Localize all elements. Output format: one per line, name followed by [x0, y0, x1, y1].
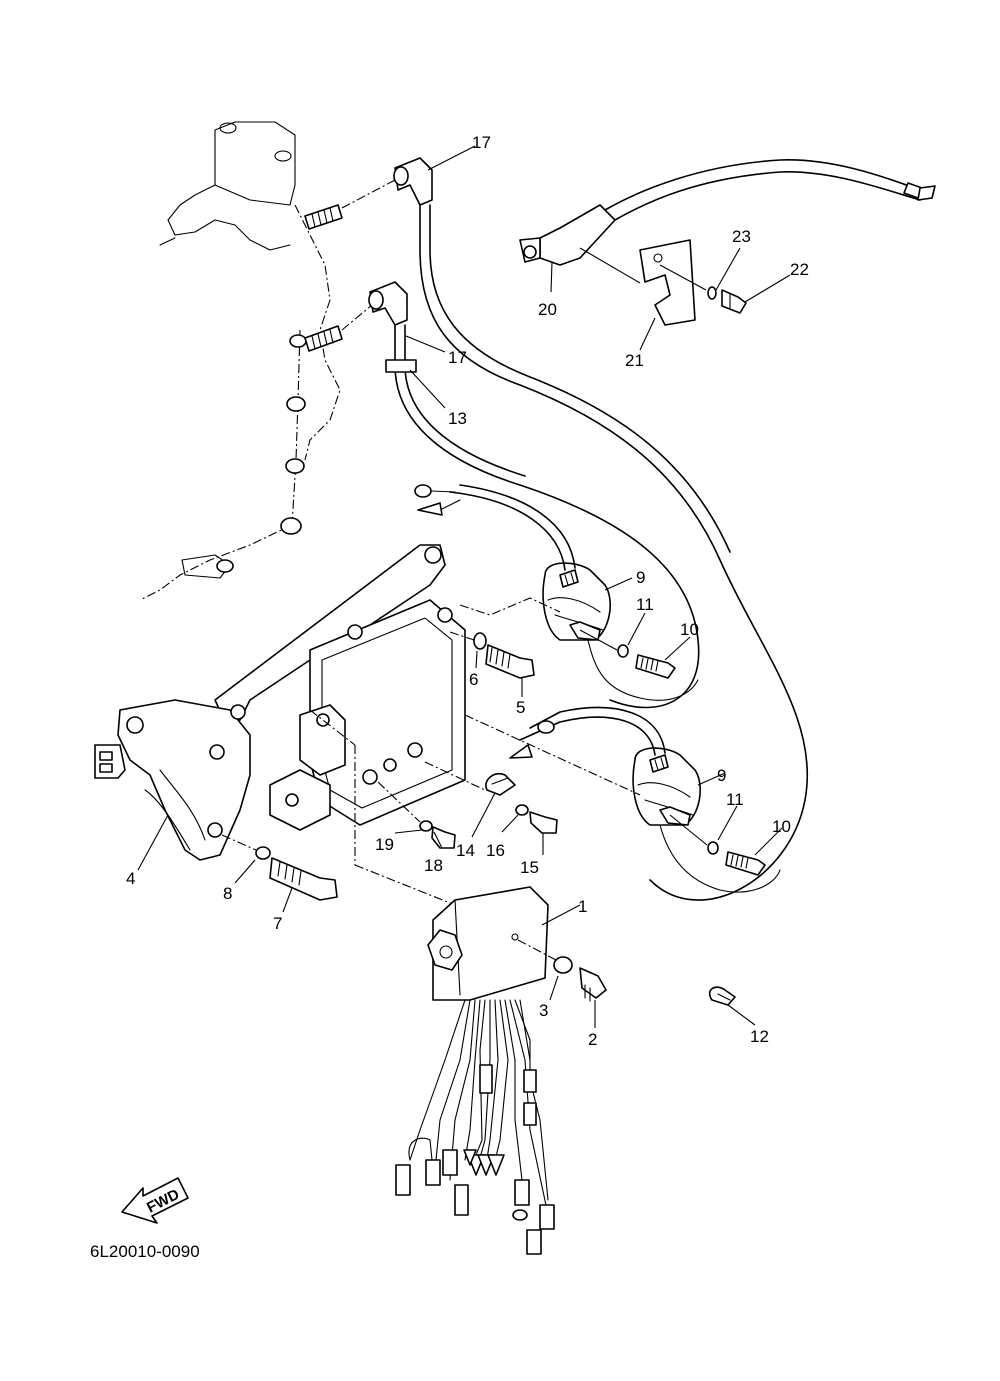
callout-12: 12: [750, 1027, 769, 1046]
callout-9-upper: 9: [636, 568, 645, 587]
callout-11-upper: 11: [636, 595, 654, 614]
ignition-coil-upper: [414, 484, 699, 701]
switch-assembly: [519, 159, 936, 326]
callout-21: 21: [625, 351, 644, 370]
callout-20: 20: [538, 300, 557, 319]
cdi-housing: [269, 599, 466, 906]
callout-labels: 1 2 3 4 5 6 7 8 9 9 10 10 11 11 12 13 14…: [126, 133, 809, 1049]
callout-8: 8: [223, 884, 232, 903]
leader-lines: [137, 145, 791, 1028]
callout-5: 5: [516, 698, 525, 717]
plug-cap-lower: [368, 281, 700, 709]
callout-7: 7: [273, 914, 282, 933]
callout-6: 6: [469, 670, 478, 689]
callout-3: 3: [539, 1001, 548, 1020]
callout-10-lower: 10: [772, 817, 791, 836]
callout-4: 4: [126, 869, 135, 888]
callout-14: 14: [456, 841, 475, 860]
callout-19: 19: [375, 835, 394, 854]
spark-plug-lower: [304, 304, 373, 352]
callout-15: 15: [520, 858, 539, 877]
callout-1: 1: [578, 897, 587, 916]
engine-block-outline: [139, 121, 341, 601]
diagram-code: 6L20010-0090: [90, 1242, 200, 1261]
callout-16: 16: [486, 841, 505, 860]
coil-bracket: [94, 544, 446, 861]
callout-17-upper: 17: [472, 133, 491, 152]
cdi-unit: [395, 886, 607, 1255]
fwd-arrow: FWD: [121, 1177, 189, 1224]
callout-17-lower: 17: [448, 348, 467, 367]
spark-plug-upper: [304, 179, 396, 230]
callout-18: 18: [424, 856, 443, 875]
fasteners: [221, 631, 558, 901]
callout-9-lower: 9: [717, 766, 726, 785]
callout-11-lower: 11: [726, 790, 744, 809]
callout-13: 13: [448, 409, 467, 428]
callout-10-upper: 10: [680, 620, 699, 639]
callout-22: 22: [790, 260, 809, 279]
wire-clip: [708, 986, 736, 1006]
callout-2: 2: [588, 1030, 597, 1049]
plug-cap-upper: [393, 157, 809, 901]
ignition-coil-lower: [464, 706, 781, 893]
callout-23: 23: [732, 227, 751, 246]
